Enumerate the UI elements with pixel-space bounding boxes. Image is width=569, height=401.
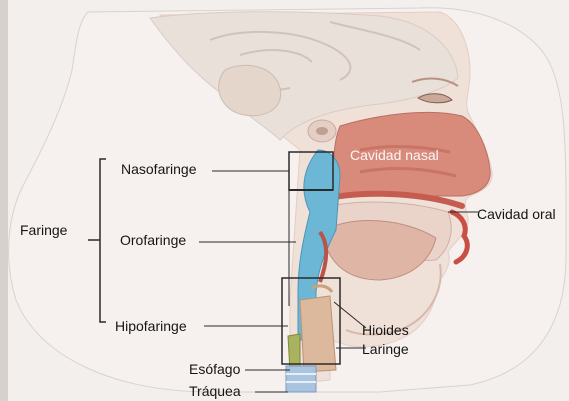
label-orofaringe: Orofaringe	[120, 232, 186, 248]
label-esofago: Esófago	[189, 361, 240, 377]
trachea	[286, 366, 316, 392]
ear-canal	[316, 127, 328, 135]
label-hipofaringe: Hipofaringe	[115, 318, 187, 334]
label-traquea: Tráquea	[189, 383, 241, 399]
larynx	[300, 296, 336, 372]
label-cavidad-oral: Cavidad oral	[477, 206, 556, 222]
label-cavidad-nasal: Cavidad nasal	[350, 147, 439, 163]
label-laringe: Laringe	[362, 341, 409, 357]
label-nasofaringe: Nasofaringe	[121, 161, 197, 177]
label-faringe: Faringe	[20, 222, 67, 238]
label-hioides: Hioides	[362, 322, 409, 338]
